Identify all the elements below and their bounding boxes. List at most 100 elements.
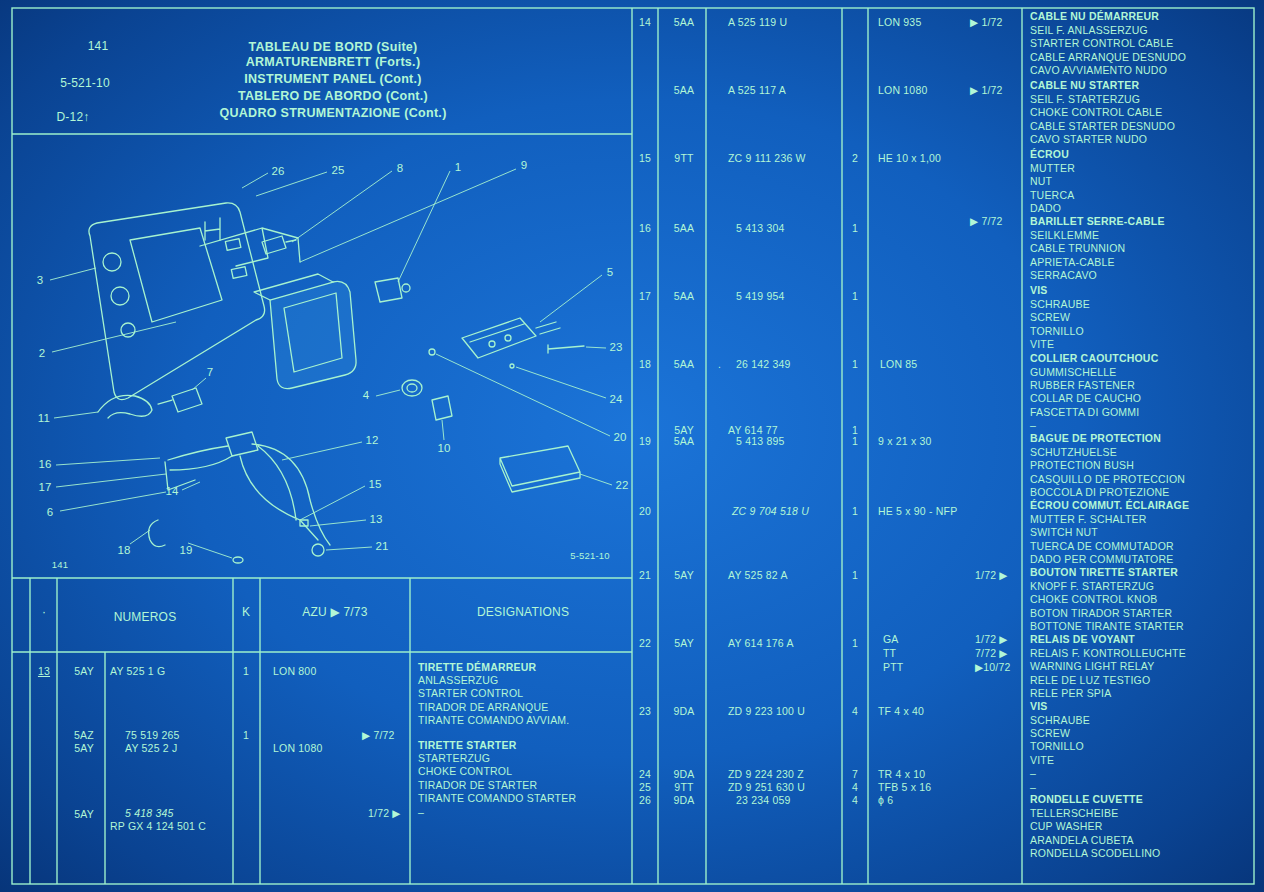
table-cell: ▶ 1/72: [970, 84, 1003, 97]
exploded-view: [165, 444, 330, 545]
table-cell: RELE DE LUZ TESTIGO: [1030, 674, 1150, 687]
panel-text: TABLERO DE ABORDO (Cont.): [238, 90, 428, 103]
table-cell: 26 142 349: [736, 358, 791, 371]
table-cell: TORNILLO: [1030, 740, 1084, 753]
designation-heading: ÉCROU COMMUT. ÉCLAIRAGE: [1030, 499, 1189, 512]
leader-line: [52, 322, 176, 352]
leader-line: [282, 442, 362, 460]
table-cell: 24: [639, 768, 651, 781]
table-cell: CAVO AVVIAMENTO NUDO: [1030, 64, 1167, 77]
table-cell: 5AA: [674, 84, 694, 97]
table-cell: TUERCA: [1030, 189, 1074, 202]
callout-number: 16: [38, 458, 51, 471]
table-cell: CUP WASHER: [1030, 820, 1103, 833]
leader-line: [580, 474, 612, 485]
designation-heading: BARILLET SERRE-CABLE: [1030, 215, 1165, 228]
exploded-view: [89, 203, 584, 563]
designation-heading: COLLIER CAOUTCHOUC: [1030, 352, 1158, 365]
frame-rule: [104, 652, 105, 884]
page-title: TABLEAU DE BORD (Suite): [248, 41, 417, 54]
table-cell: 1/72 ▶: [975, 633, 1008, 646]
table-cell: TIRADOR DE STARTER: [418, 779, 537, 792]
callout-number: 8: [397, 162, 404, 175]
header-panel: 1415-521-10D-12↑ARMATURENBRETT (Forts.)I…: [12, 8, 632, 134]
leader-line: [586, 347, 606, 348]
leader-line: [326, 547, 372, 550]
table-cell: TT: [883, 647, 896, 660]
table-cell: SCHRAUBE: [1030, 298, 1090, 311]
callout-number: 20: [613, 431, 626, 444]
table-cell: HE 5 x 90 - NFP: [878, 505, 957, 518]
callout-number: 22: [615, 479, 628, 492]
exploded-view: [98, 395, 152, 418]
exploded-view: [103, 253, 121, 271]
table-cell: CABLE ARRANQUE DESNUDO: [1030, 51, 1186, 64]
frame-rule: [12, 8, 1254, 884]
table-cell: .: [718, 358, 721, 371]
exploded-view: [158, 388, 202, 412]
table-cell: 5AZ: [74, 729, 94, 742]
table-cell: CABLE TRUNNION: [1030, 242, 1125, 255]
table-cell: TORNILLO: [1030, 325, 1084, 338]
table-cell: 17: [639, 290, 651, 303]
table-cell: SCHRAUBE: [1030, 714, 1090, 727]
table-cell: ZD 9 224 230 Z: [728, 768, 804, 781]
table-cell: HE 10 x 1,00: [878, 152, 941, 165]
table-cell: LON 1080: [878, 84, 927, 97]
table-cell: RELAIS F. KONTROLLEUCHTE: [1030, 647, 1186, 660]
table-cell: 15: [639, 152, 651, 165]
table-cell: ZC 9 704 518 U: [732, 505, 809, 518]
exploded-view: [402, 284, 410, 292]
table-cell: 7/72 ▶: [975, 647, 1008, 660]
frame-rule: [259, 578, 260, 884]
table-cell: 1/72 ▶: [975, 569, 1008, 582]
exploded-view: [510, 364, 514, 368]
panel-text: ARMATURENBRETT (Forts.): [246, 56, 421, 69]
callout-number: 19: [179, 544, 192, 557]
leader-line: [376, 390, 400, 396]
exploded-view: [205, 218, 220, 240]
designation-heading: VIS: [1030, 700, 1048, 713]
frame-rule: [657, 8, 658, 884]
callout-number: 25: [331, 164, 344, 177]
table-cell: FASCETTA DI GOMMI: [1030, 406, 1139, 419]
exploded-view: [312, 544, 324, 556]
table-cell: 13: [38, 665, 50, 678]
designation-heading: BOUTON TIRETTE STARTER: [1030, 566, 1178, 579]
table-cell: 21: [639, 569, 651, 582]
leader-line: [50, 268, 96, 280]
exploded-view: [225, 239, 241, 251]
table-cell: AY 525 2 J: [125, 742, 177, 755]
table-cell: 1: [852, 358, 858, 371]
table-cell: 16: [639, 222, 651, 235]
table-cell: ARANDELA CUBETA: [1030, 834, 1134, 847]
table-cell: 75 519 265: [125, 729, 180, 742]
table-cell: CAVO STARTER NUDO: [1030, 133, 1147, 146]
callout-number: 14: [165, 485, 178, 498]
table-cell: PROTECTION BUSH: [1030, 459, 1134, 472]
leader-line: [292, 171, 392, 242]
table-cell: SERRACAVO: [1030, 269, 1097, 282]
exploded-view: [200, 228, 300, 266]
table-cell: 5AY: [74, 665, 94, 678]
leader-line: [192, 378, 206, 390]
table-cell: 26: [639, 794, 651, 807]
table-cell: DADO: [1030, 202, 1061, 215]
table-cell: 1: [852, 290, 858, 303]
panel-text: QUADRO STRUMENTAZIONE (Cont.): [219, 107, 446, 120]
panel-text: 5-521-10: [60, 77, 110, 90]
exploded-view: [262, 236, 296, 254]
table-cell: SCHUTZHUELSE: [1030, 446, 1117, 459]
callout-number: 7: [207, 366, 214, 379]
table-cell: TF 4 x 40: [878, 705, 924, 718]
leader-line: [398, 171, 450, 282]
table-cell: 5AY: [674, 569, 694, 582]
table-cell: TELLERSCHEIBE: [1030, 807, 1118, 820]
table-cell: TFB 5 x 16: [878, 781, 931, 794]
table-cell: WARNING LIGHT RELAY: [1030, 660, 1154, 673]
table-cell: 5AY: [674, 637, 694, 650]
table-cell: –: [1030, 419, 1036, 432]
leader-line: [182, 482, 200, 490]
table-cell: 5AY: [74, 742, 94, 755]
table-cell: 5AA: [674, 290, 694, 303]
